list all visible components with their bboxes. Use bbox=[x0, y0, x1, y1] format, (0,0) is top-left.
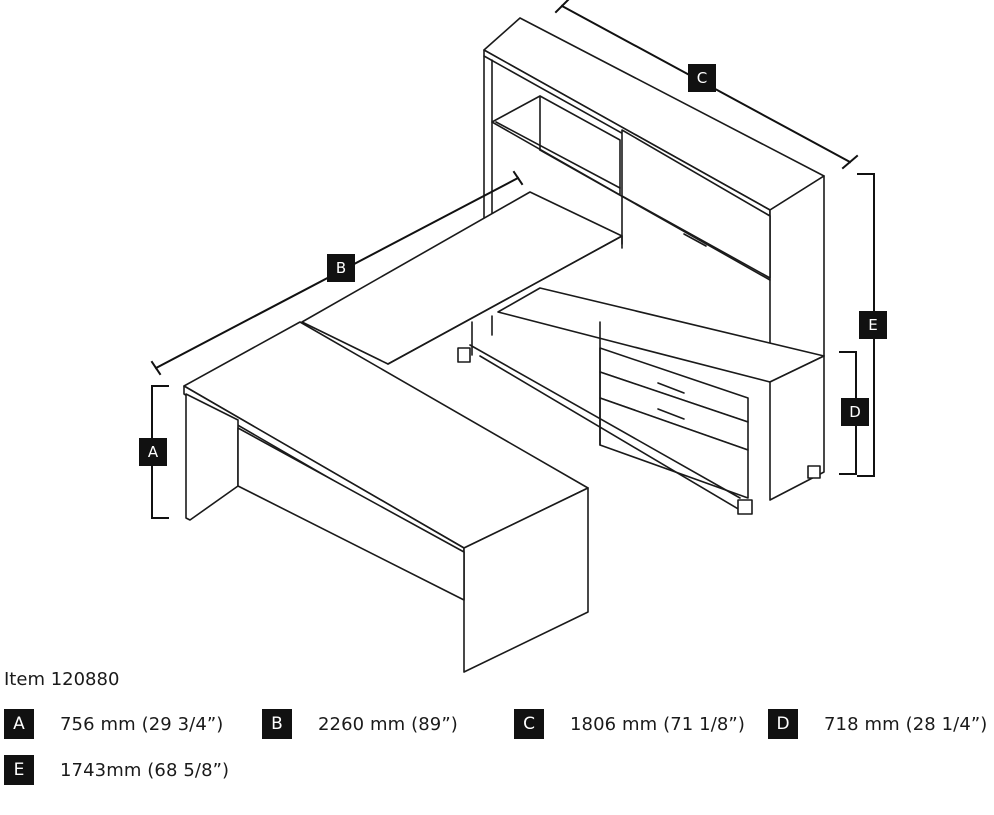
spec-d-value: 718 mm (28 1/4”) bbox=[824, 713, 988, 735]
spec-a: A 756 mm (29 3/4”) bbox=[4, 709, 223, 739]
spec-c-value: 1806 mm (71 1/8”) bbox=[570, 713, 745, 735]
spec-b-value: 2260 mm (89”) bbox=[318, 713, 458, 735]
tag-d: D bbox=[841, 398, 869, 426]
tag-b-text: B bbox=[336, 259, 346, 277]
spec-a-value: 756 mm (29 3/4”) bbox=[60, 713, 224, 735]
spec-e-value: 1743mm (68 5/8”) bbox=[60, 759, 230, 781]
tag-b: B bbox=[327, 254, 355, 282]
item-number: Item 120880 bbox=[4, 669, 120, 690]
spec-d-badge: D bbox=[768, 709, 798, 739]
tag-e: E bbox=[859, 311, 887, 339]
spec-c: C 1806 mm (71 1/8”) bbox=[514, 709, 745, 739]
bridge bbox=[301, 191, 623, 365]
tag-c-text: C bbox=[697, 69, 707, 87]
tag-a-text: A bbox=[148, 443, 159, 461]
tag-e-text: E bbox=[868, 316, 877, 334]
credenza bbox=[457, 287, 825, 515]
spec-b: B 2260 mm (89”) bbox=[262, 709, 458, 739]
spec-b-badge: B bbox=[262, 709, 292, 739]
spec-e-badge: E bbox=[4, 755, 34, 785]
main-desk bbox=[183, 321, 589, 673]
desk-dimension-diagram: C B A E D bbox=[139, 0, 887, 673]
spec-e: E 1743mm (68 5/8”) bbox=[4, 755, 229, 785]
tag-c: C bbox=[688, 64, 716, 92]
spec-c-badge: C bbox=[514, 709, 544, 739]
tag-a: A bbox=[139, 438, 167, 466]
hutch bbox=[483, 17, 825, 383]
spec-a-badge: A bbox=[4, 709, 34, 739]
tag-d-text: D bbox=[849, 403, 861, 421]
spec-d: D 718 mm (28 1/4”) bbox=[768, 709, 987, 739]
